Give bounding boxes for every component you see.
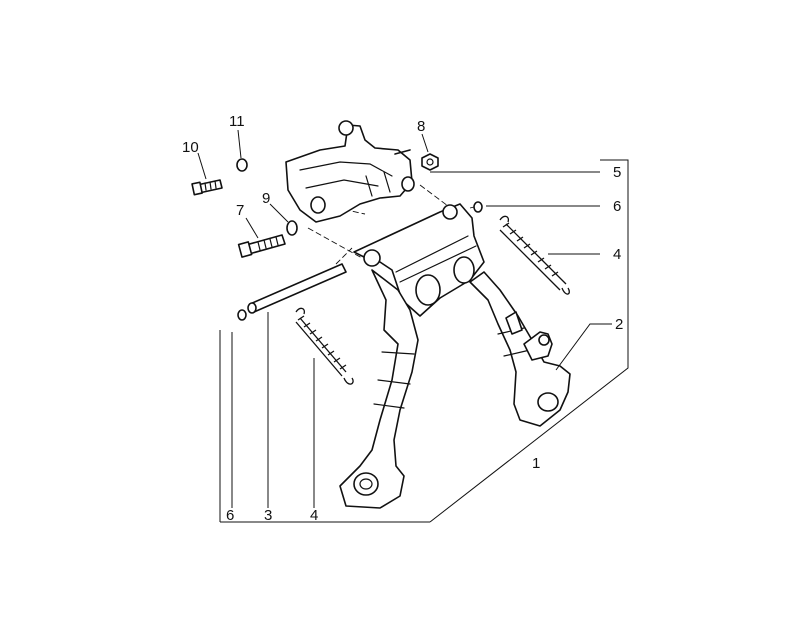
callout-labels: 1 2 3 4 4 5 6 6 7 8 9 10 11	[182, 113, 623, 524]
nut-hole	[426, 158, 434, 166]
callout-1: 1	[532, 455, 540, 472]
assembly-outline	[219, 159, 629, 523]
spring-4-left	[295, 307, 354, 385]
callout-9: 9	[262, 190, 270, 207]
callout-5: 5	[613, 164, 621, 181]
callout-6-left: 6	[226, 507, 234, 524]
callout-11: 11	[229, 113, 245, 130]
circlip-6-left	[237, 309, 247, 321]
spring-4-right	[499, 215, 570, 295]
nut-8	[421, 153, 439, 171]
mounting-bracket	[285, 120, 415, 223]
leader-lines	[197, 129, 612, 508]
shaft-3	[247, 263, 347, 314]
bolt-7	[237, 234, 286, 258]
circlip-6-right	[473, 201, 483, 213]
callout-6-right: 6	[613, 198, 621, 215]
callout-2: 2	[615, 316, 623, 333]
callout-8: 8	[417, 118, 425, 135]
callout-3: 3	[264, 507, 272, 524]
callout-7: 7	[236, 202, 244, 219]
bolt-10	[191, 179, 223, 196]
callout-10: 10	[182, 139, 199, 156]
callout-4-right: 4	[613, 246, 621, 263]
callout-4-left: 4	[310, 507, 318, 524]
center-stand	[339, 203, 571, 509]
washer-11	[236, 158, 248, 172]
washer-9	[286, 220, 298, 236]
